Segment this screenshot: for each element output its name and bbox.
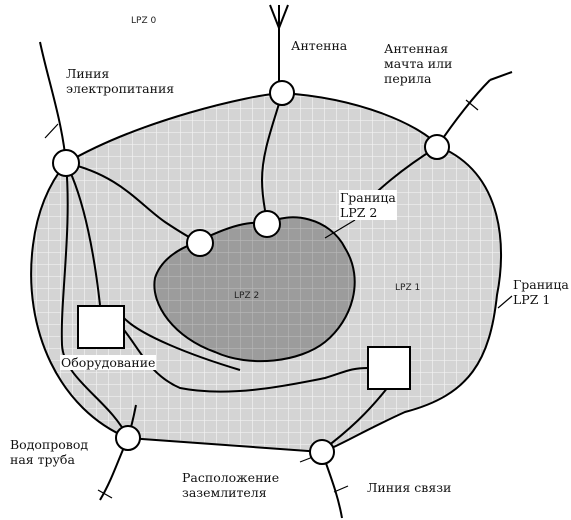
grounding-bonding-node [309,439,335,465]
equipment-box [77,305,125,349]
grounding-label: Расположение заземлителя [182,470,280,500]
power-line-label: Линия электропитания [66,66,175,96]
power-line-cable [39,41,67,164]
cable-a-to-water [60,162,129,439]
water-pipe-label: Водопровод ная труба [10,437,89,467]
comm-line-tick [333,485,349,493]
antenna-top-left [269,4,280,29]
antenna-label: Антенна [291,38,348,53]
lpz1-boundary-label: Граница LPZ 1 [513,277,569,307]
lpz2-boundary-pointer [324,219,356,239]
lpz2-bonding-node-right [253,210,281,238]
water-pipe-tick [97,489,113,499]
antenna-bonding-node [269,80,295,106]
power-line-bonding-node [52,149,80,177]
lpz0-label: LPZ 0 [131,16,157,26]
cable-equipment-inner [123,317,241,371]
antenna-top-right [278,4,289,29]
comm-line-label: Линия связи [367,480,452,495]
lpz1-label: LPZ 1 [395,283,421,293]
lpz2-label: LPZ 2 [234,291,260,301]
lpz2-bonding-node-left [186,229,214,257]
ground-box [367,346,411,390]
mast-railing-tick [465,99,479,111]
power-line-tick [44,123,59,139]
mast-railing-top [489,71,513,81]
water-pipe-bonding-node [115,425,141,451]
antenna-mast-label: Антенная мачта или перила [384,41,453,86]
lpz2-boundary-label: Граница LPZ 2 [339,190,397,220]
cable-a-to-equipment [65,162,101,306]
equipment-label: Оборудование [60,355,157,370]
mast-bonding-node [424,134,450,160]
lpz1-boundary-pointer [497,295,513,309]
